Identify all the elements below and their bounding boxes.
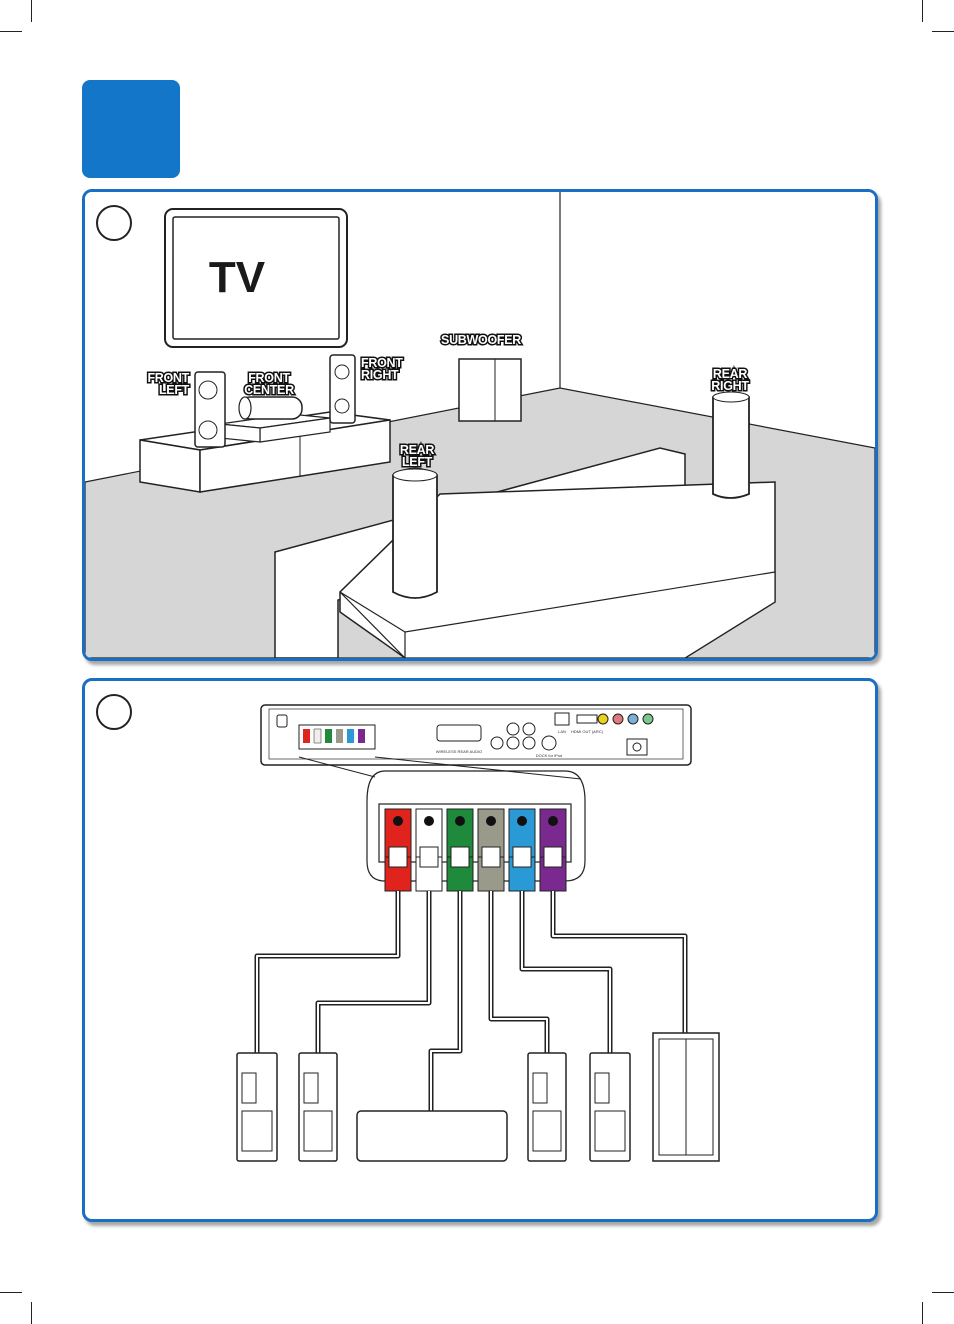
connector-white (416, 809, 442, 891)
rear-right-speaker (713, 392, 749, 498)
room-illustration: TV (85, 192, 875, 658)
room-placement-panel: TV (82, 189, 878, 661)
crop-mark (0, 31, 22, 32)
tv-label: TV (209, 253, 266, 302)
crop-mark (31, 1302, 32, 1324)
connector-blue (509, 809, 535, 891)
speaker-front-right (299, 1053, 337, 1161)
front-center-label-line2: CENTER (244, 383, 294, 397)
speaker-center (357, 1111, 507, 1161)
subwoofer-label: SUBWOOFER (441, 333, 521, 347)
dock-label: DOCK for iPod (536, 753, 562, 758)
wireless-port-label: WIRELESS REAR AUDIO (436, 749, 482, 754)
speaker-rear-left (528, 1053, 566, 1161)
front-right-label-line2: RIGHT (361, 368, 399, 382)
connector-green (447, 809, 473, 891)
hdmi-label: HDMI OUT (ARC) (571, 729, 604, 734)
crop-mark (31, 0, 32, 22)
lan-label: LAN (558, 729, 566, 734)
front-left-label-line2: LEFT (159, 383, 190, 397)
connector-gray (478, 809, 504, 891)
speaker-rear-right (590, 1053, 630, 1161)
step-a-circle (96, 205, 132, 241)
speaker-front-left (237, 1053, 277, 1161)
rear-right-label-line2: RIGHT (711, 379, 749, 393)
crop-mark (922, 1302, 923, 1324)
crop-mark (922, 0, 923, 22)
rear-left-speaker (393, 469, 437, 599)
step-b-circle (96, 694, 132, 730)
connector-purple (540, 809, 566, 891)
crop-mark (932, 1292, 954, 1293)
section-tab (82, 80, 180, 178)
crop-mark (932, 31, 954, 32)
speaker-subwoofer (653, 1033, 719, 1161)
speaker-wiring-panel: WIRELESS REAR AUDIO DOCK for iPod LAN HD… (82, 678, 878, 1222)
connector-red (385, 809, 411, 891)
wiring-illustration: WIRELESS REAR AUDIO DOCK for iPod LAN HD… (85, 681, 875, 1219)
rear-left-label-line2: LEFT (402, 455, 433, 469)
main-unit-rear-panel: WIRELESS REAR AUDIO DOCK for iPod LAN HD… (261, 705, 691, 765)
crop-mark (0, 1292, 22, 1293)
tv-set: TV (165, 209, 347, 347)
